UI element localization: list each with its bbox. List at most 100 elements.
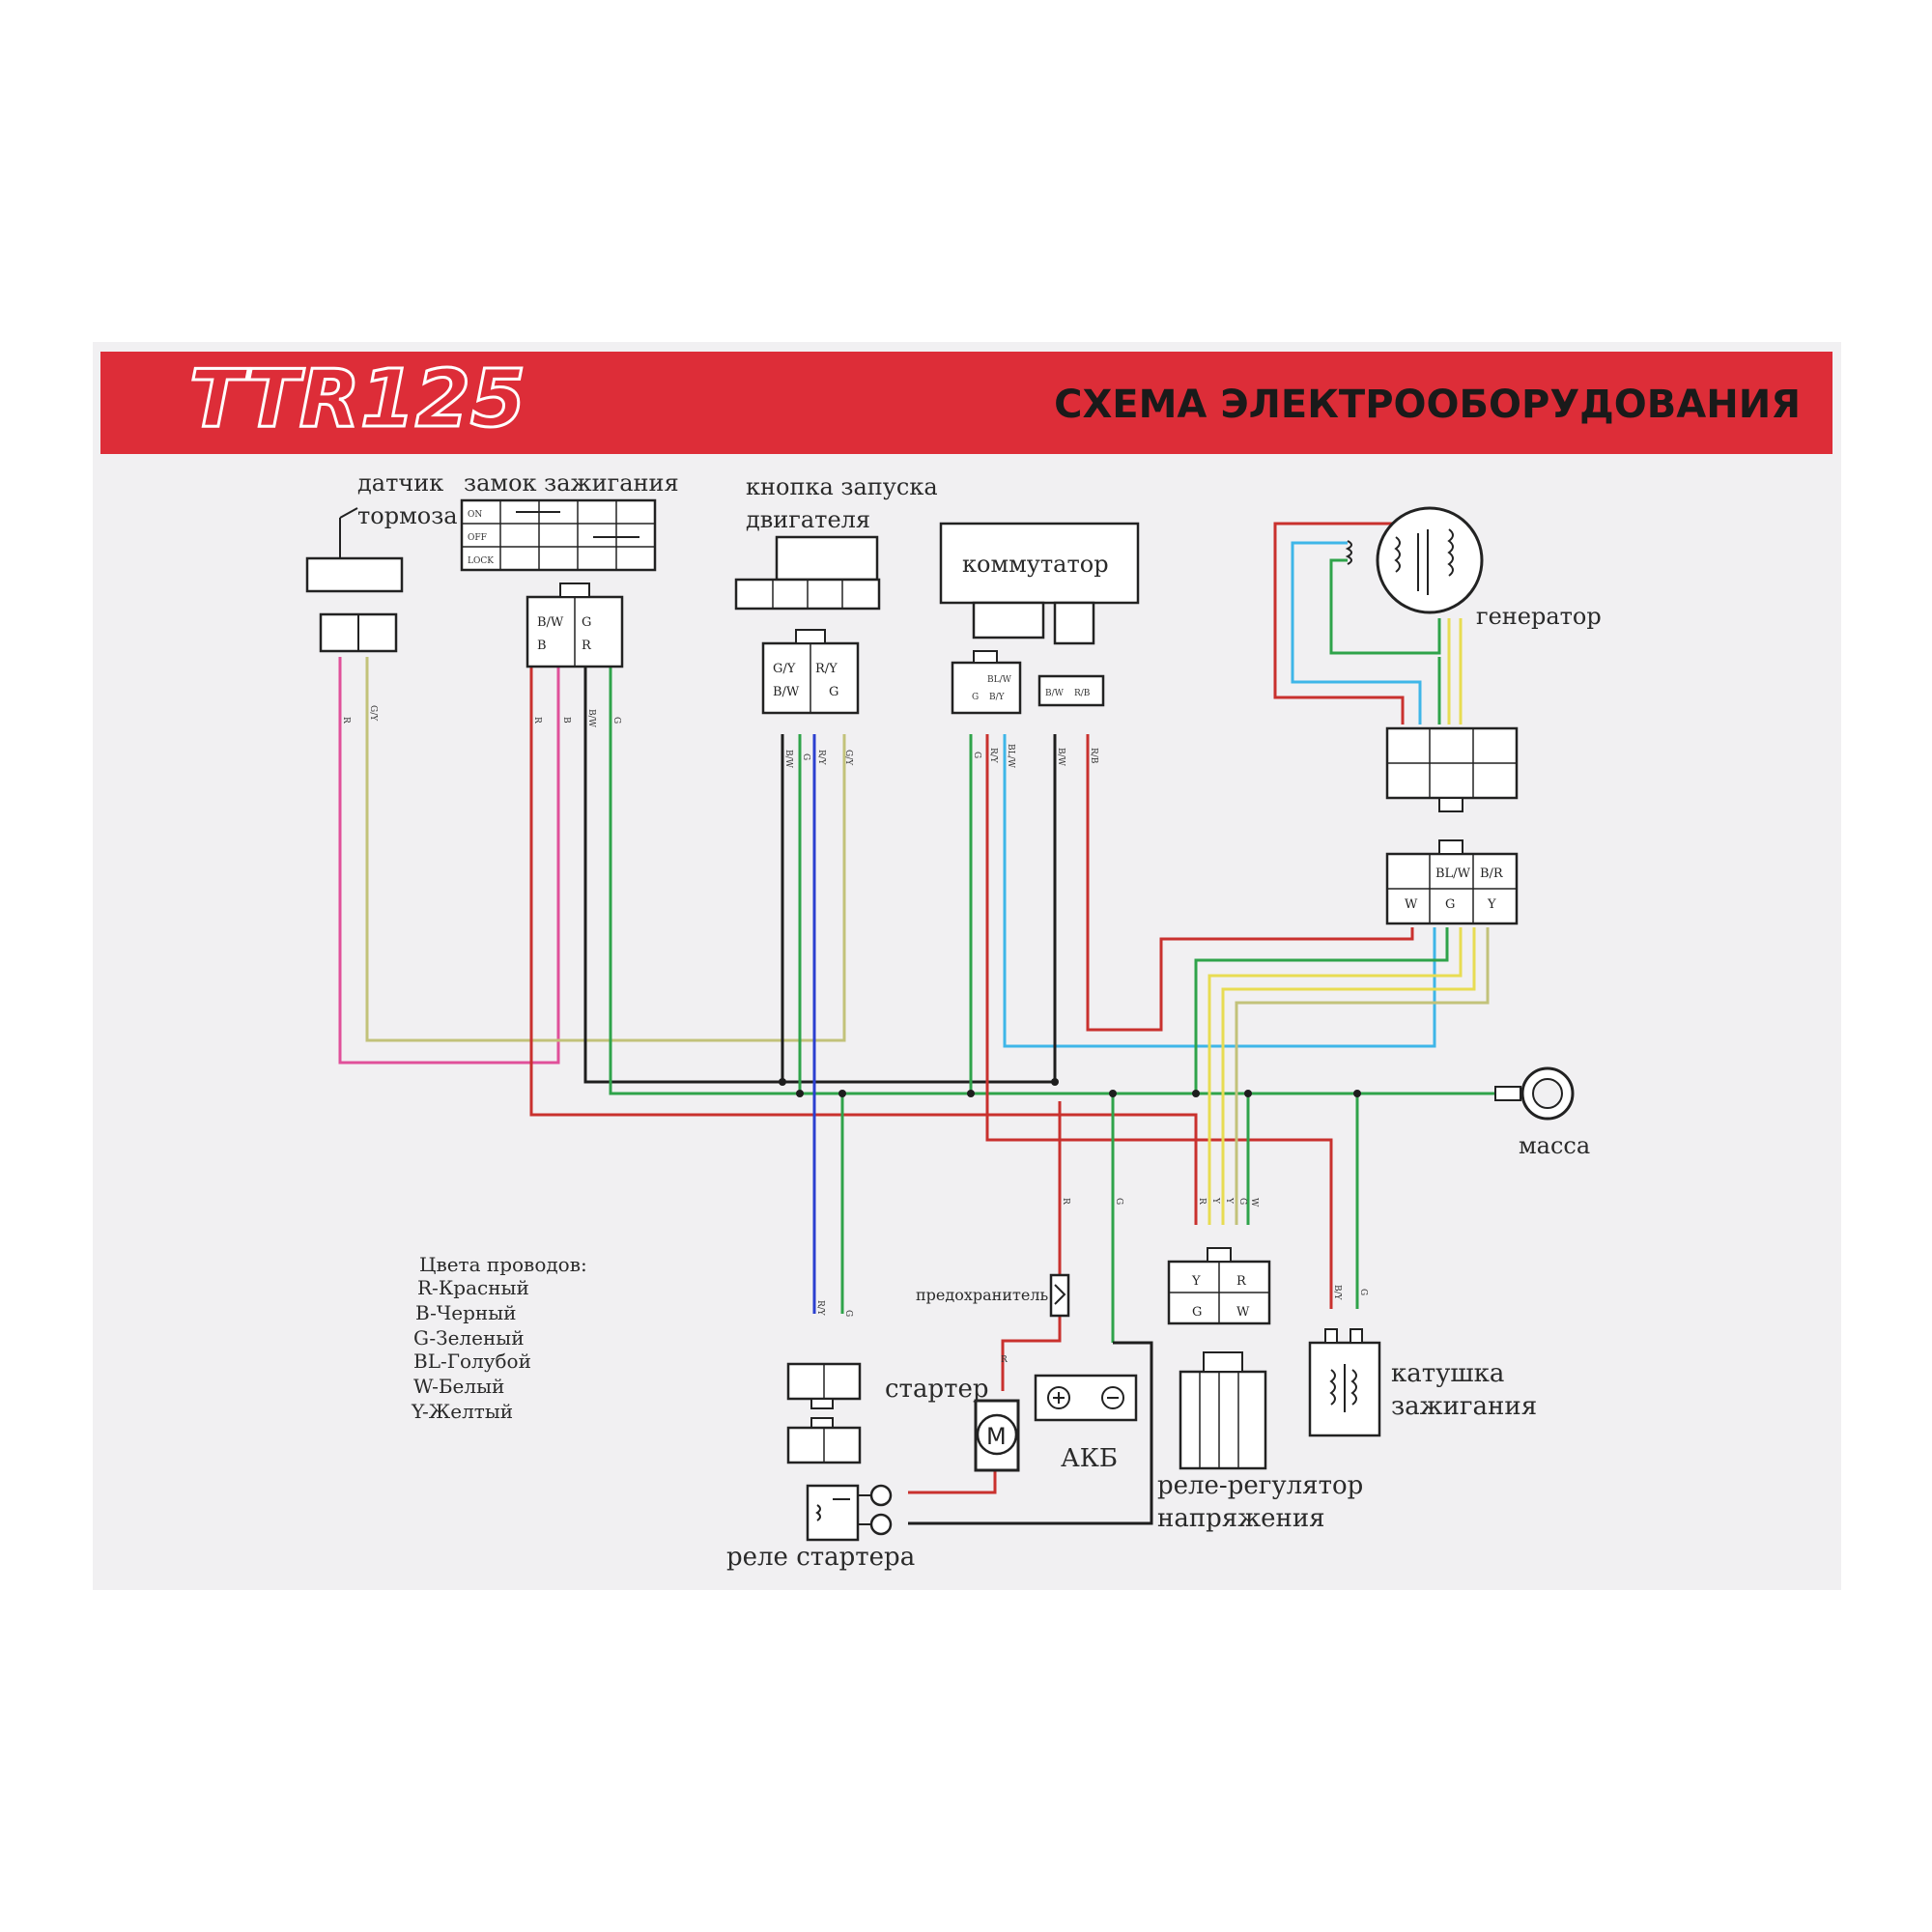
fuse-label: предохранитель [916, 1286, 1048, 1304]
tag-comm-rb: R/B [1089, 748, 1098, 764]
button-pin-3: B/W [773, 685, 800, 699]
tag-button-ry: R/Y [816, 750, 826, 766]
tag-coil-g: G [1358, 1289, 1368, 1295]
page-title: СХЕМА ЭЛЕКТРООБОРУДОВАНИЯ [1054, 383, 1801, 427]
tag-reg-g: G [1237, 1198, 1247, 1205]
wire-tags: R G/Y R B B/W G B/W G R/Y G/Y G R/Y BL/W… [341, 705, 1368, 1365]
wire-green-ground-bus [609, 657, 1507, 1095]
battery [1034, 1374, 1138, 1422]
fuse [1049, 1273, 1070, 1318]
regulator-label-2: напряжения [1157, 1504, 1325, 1533]
tag-reg-y2: Y [1224, 1197, 1234, 1205]
legend-item-green: G-Зеленый [413, 1326, 525, 1350]
lock-pos-lock: LOCK [468, 556, 494, 566]
tag-lock-g: G [611, 717, 621, 724]
tag-reg-w: W [1249, 1198, 1259, 1208]
starter-relay-label: реле стартера [726, 1543, 915, 1572]
commutator [939, 522, 1140, 715]
regulator-pin-4: W [1236, 1305, 1250, 1320]
tag-brake-r: R [341, 717, 351, 724]
legend-item-lightblue: BL-Голубой [413, 1350, 531, 1373]
tag-button-gy: G/Y [843, 750, 853, 766]
wire-rb-commutator-gen [1086, 734, 1414, 1032]
wire-gen-green [1329, 558, 1441, 655]
commutator-pin-2: G [972, 693, 979, 702]
brake-sensor-label-2: тормоза [357, 502, 458, 529]
voltage-regulator [1167, 1247, 1271, 1470]
regulator-pin-1: Y [1191, 1274, 1201, 1289]
brake-sensor [305, 507, 404, 653]
tag-bat-r: R [1061, 1198, 1070, 1205]
regulator-pin-2: R [1236, 1274, 1247, 1289]
tag-button-g: G [801, 753, 810, 760]
header-banner [100, 352, 1833, 454]
brake-sensor-label-1: датчик [357, 469, 443, 497]
wire-black-lock-commutator [583, 657, 1057, 1084]
lock-pin-4: R [582, 639, 592, 653]
legend-title: Цвета проводов: [419, 1253, 587, 1276]
wire-pink-brake-lock [338, 657, 560, 1065]
wire-gen-w-reg [1235, 927, 1490, 1225]
tag-comm-blw: BL/W [1006, 744, 1015, 769]
legend-item-red: R-Красный [417, 1276, 529, 1299]
tag-relay-g: G [843, 1310, 853, 1317]
wire-color-legend: Цвета проводов: R-Красный B-Черный G-Зел… [411, 1253, 587, 1423]
lock-pin-2: G [582, 615, 591, 630]
wires [338, 522, 1507, 1525]
commutator-small-pin-1: B/W [1045, 689, 1065, 698]
lock-pin-1: B/W [537, 615, 564, 630]
tag-reg-y1: Y [1210, 1197, 1220, 1205]
legend-item-black: B-Черный [415, 1301, 517, 1324]
wire-gy-brake-button [365, 657, 846, 1042]
ignition-coil [1308, 1328, 1381, 1437]
starter-motor: M [974, 1399, 1020, 1472]
wire-blue-commutator-gen [1003, 734, 1436, 1048]
ignition-lock [460, 498, 657, 668]
commutator-pin-3: B/Y [989, 693, 1006, 702]
wire-gen-red [1273, 522, 1436, 724]
tag-comm-ry: R/Y [988, 748, 998, 764]
wire-gen-y-reg [1208, 927, 1463, 1225]
tag-button-bw: B/W [783, 750, 793, 769]
tag-relay-ry: R/Y [815, 1300, 825, 1317]
regulator-pin-3: G [1192, 1305, 1202, 1320]
gen-out-pin-1: BL/W [1435, 867, 1471, 881]
tag-coil-by: B/Y [1332, 1285, 1342, 1301]
wire-red-commutator-coil [985, 734, 1333, 1309]
wire-red-lock-regulator [529, 657, 1198, 1225]
logo-ttr125: TTR125 [189, 354, 526, 445]
commutator-label: коммутатор [962, 551, 1109, 578]
wire-gen-blue [1291, 541, 1422, 724]
wire-fuse-starter [1001, 1316, 1062, 1391]
tag-reg-r: R [1197, 1198, 1207, 1205]
generator-label: генератор [1476, 603, 1602, 630]
tag-lock-bw: B/W [586, 709, 596, 728]
ignition-lock-label: замок зажигания [464, 469, 679, 497]
gen-out-pin-2: B/R [1480, 867, 1504, 881]
gen-out-pin-4: G [1445, 897, 1455, 912]
tag-comm-g: G [972, 752, 981, 758]
regulator-label-1: реле-регулятор [1157, 1471, 1363, 1500]
coil-label-1: катушка [1391, 1359, 1504, 1388]
wire-starter-relay [908, 1468, 997, 1494]
lock-pos-on: ON [468, 510, 482, 520]
coil-label-2: зажигания [1391, 1392, 1537, 1421]
tag-lock-r: R [532, 717, 542, 724]
battery-label: АКБ [1061, 1444, 1118, 1473]
tag-lock-b: B [561, 717, 571, 724]
commutator-pin-1: BL/W [987, 675, 1012, 685]
start-button-label-1: кнопка запуска [746, 473, 938, 500]
svg-text:M: M [986, 1423, 1007, 1450]
generator [1345, 506, 1519, 925]
tag-starter-r: R [1001, 1355, 1008, 1365]
legend-item-white: W-Белый [413, 1375, 504, 1398]
starter-relay [786, 1362, 893, 1542]
start-button [734, 535, 881, 715]
lock-pin-3: B [537, 639, 547, 653]
lock-pos-off: OFF [468, 533, 487, 543]
button-pin-2: R/Y [815, 662, 838, 676]
tag-comm-bw: B/W [1056, 748, 1065, 767]
legend-item-yellow: Y-Желтый [411, 1400, 513, 1423]
starter-label: стартер [885, 1375, 989, 1404]
